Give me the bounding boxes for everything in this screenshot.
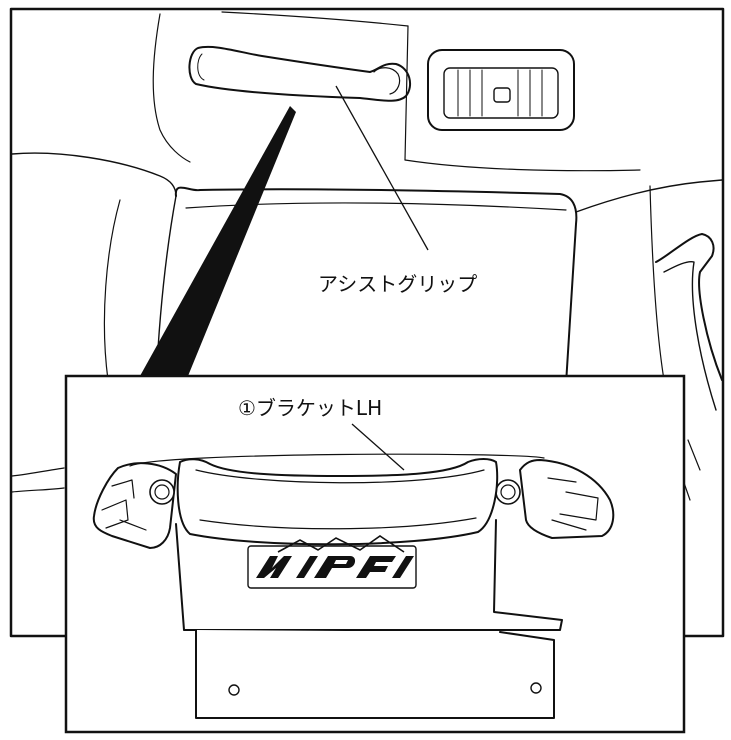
left-bolt: [149, 479, 175, 505]
mpm-logo: [256, 535, 414, 578]
assist-grip-inner: [197, 53, 205, 81]
zoom-wedge: [140, 106, 296, 376]
right-bolt: [495, 479, 521, 505]
assist-grip: [188, 45, 412, 102]
left-seat-edge: [11, 487, 65, 493]
seat-back: [174, 186, 578, 385]
left-seat-curve: [103, 199, 121, 381]
right-handle: [655, 233, 723, 381]
assist-grip-label: アシストグリップ: [318, 272, 478, 296]
air-vent-inner: [443, 67, 559, 119]
bracket-plate: [175, 519, 563, 631]
bracket-top-edge: [129, 453, 545, 467]
air-vent-slats: [457, 69, 543, 117]
roof-line: [221, 11, 409, 27]
bracket-hole-right: [530, 682, 542, 694]
air-vent: [427, 49, 575, 131]
pillar-inner-line: [404, 25, 409, 161]
bracket-hole-left: [228, 684, 240, 696]
left-seat-edge2: [11, 467, 65, 477]
seat-back-inner: [185, 202, 567, 211]
bracket-lower-tab: [195, 629, 555, 719]
bracket-logo-area: [247, 545, 417, 589]
bracket-label: ①ブラケットLH: [238, 396, 383, 420]
assist-grip-leader: [335, 85, 429, 251]
left-grip-mount-detail: [101, 479, 147, 531]
air-vent-knob: [493, 87, 511, 103]
air-vent-outer: [427, 49, 575, 131]
right-grip-mount-detail: [547, 477, 599, 531]
grip-top-edge: [195, 469, 485, 484]
trim-line: [404, 159, 641, 172]
right-panel-line: [649, 185, 665, 381]
assist-grip-end: [373, 67, 401, 95]
grip-lower-edge: [199, 517, 477, 530]
left-seat-side: [11, 152, 177, 197]
detail-inset: [64, 374, 686, 734]
bracket-leader: [351, 423, 405, 471]
pillar-line: [152, 13, 191, 163]
right-panel: [575, 179, 723, 213]
right-handle-inner: [663, 260, 717, 411]
